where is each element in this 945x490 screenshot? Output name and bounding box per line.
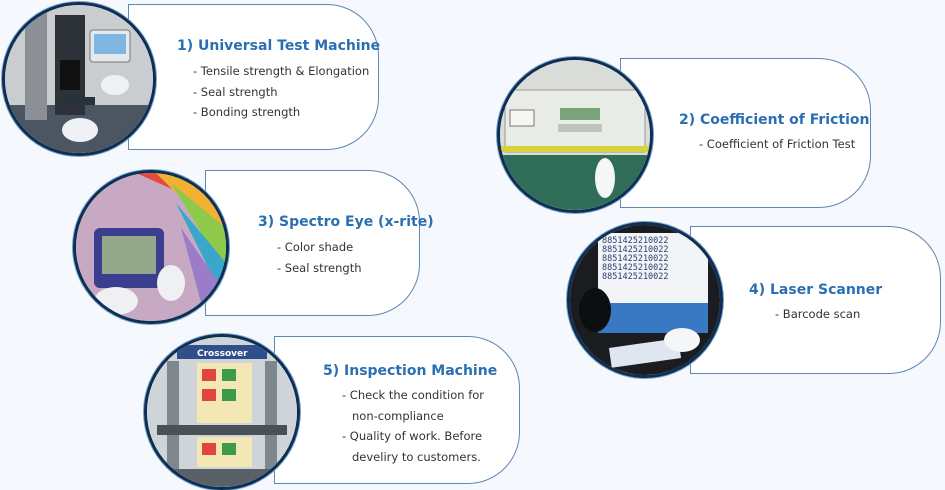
station-item: - Coefficient of Friction Test bbox=[699, 137, 856, 151]
station-title: 4) Laser Scanner bbox=[749, 282, 883, 298]
friction-tester-photo bbox=[497, 57, 653, 213]
station-card-spectro-eye: 3) Spectro Eye (x-rite) - Color shade - … bbox=[205, 170, 434, 316]
station-card-universal-test-machine: 1) Universal Test Machine - Tensile stre… bbox=[128, 4, 381, 150]
station-item: - Bonding strength bbox=[193, 105, 301, 119]
station-item: - Seal strength bbox=[277, 260, 362, 275]
station-item: - Tensile strength & Elongation bbox=[193, 64, 370, 78]
barcode-line: 8851425210022 bbox=[602, 245, 669, 255]
station-title: 5) Inspection Machine bbox=[323, 363, 498, 379]
spectro-eye-photo bbox=[73, 170, 229, 324]
inspection-machine-photo: Crossover bbox=[144, 334, 300, 490]
station-title: 2) Coefficient of Friction bbox=[679, 112, 870, 128]
universal-test-machine-photo bbox=[2, 2, 156, 156]
laser-scanner-photo: 8851425210022 8851425210022 885142521002… bbox=[567, 222, 723, 378]
barcode-line: 8851425210022 bbox=[602, 254, 669, 264]
station-item: non-compliance bbox=[352, 408, 444, 423]
station-item: - Barcode scan bbox=[775, 307, 861, 321]
station-item: - Seal strength bbox=[193, 84, 278, 99]
station-item: - Color shade bbox=[277, 240, 354, 254]
station-card-coefficient-of-friction: 2) Coefficient of Friction - Coefficient… bbox=[620, 58, 871, 208]
station-title: 1) Universal Test Machine bbox=[177, 38, 381, 54]
inspection-brand-label: Crossover bbox=[197, 349, 248, 359]
barcode-line: 8851425210022 bbox=[602, 236, 669, 246]
station-item: develiry to customers. bbox=[352, 449, 481, 464]
station-card-laser-scanner: 4) Laser Scanner - Barcode scan bbox=[690, 226, 941, 374]
station-item: - Quality of work. Before bbox=[342, 429, 483, 443]
station-card-inspection-machine: 5) Inspection Machine - Check the condit… bbox=[274, 336, 520, 484]
station-title: 3) Spectro Eye (x-rite) bbox=[258, 214, 434, 230]
barcode-line: 8851425210022 bbox=[602, 263, 669, 273]
station-item: - Check the condition for bbox=[342, 388, 485, 402]
barcode-line: 8851425210022 bbox=[602, 272, 669, 282]
